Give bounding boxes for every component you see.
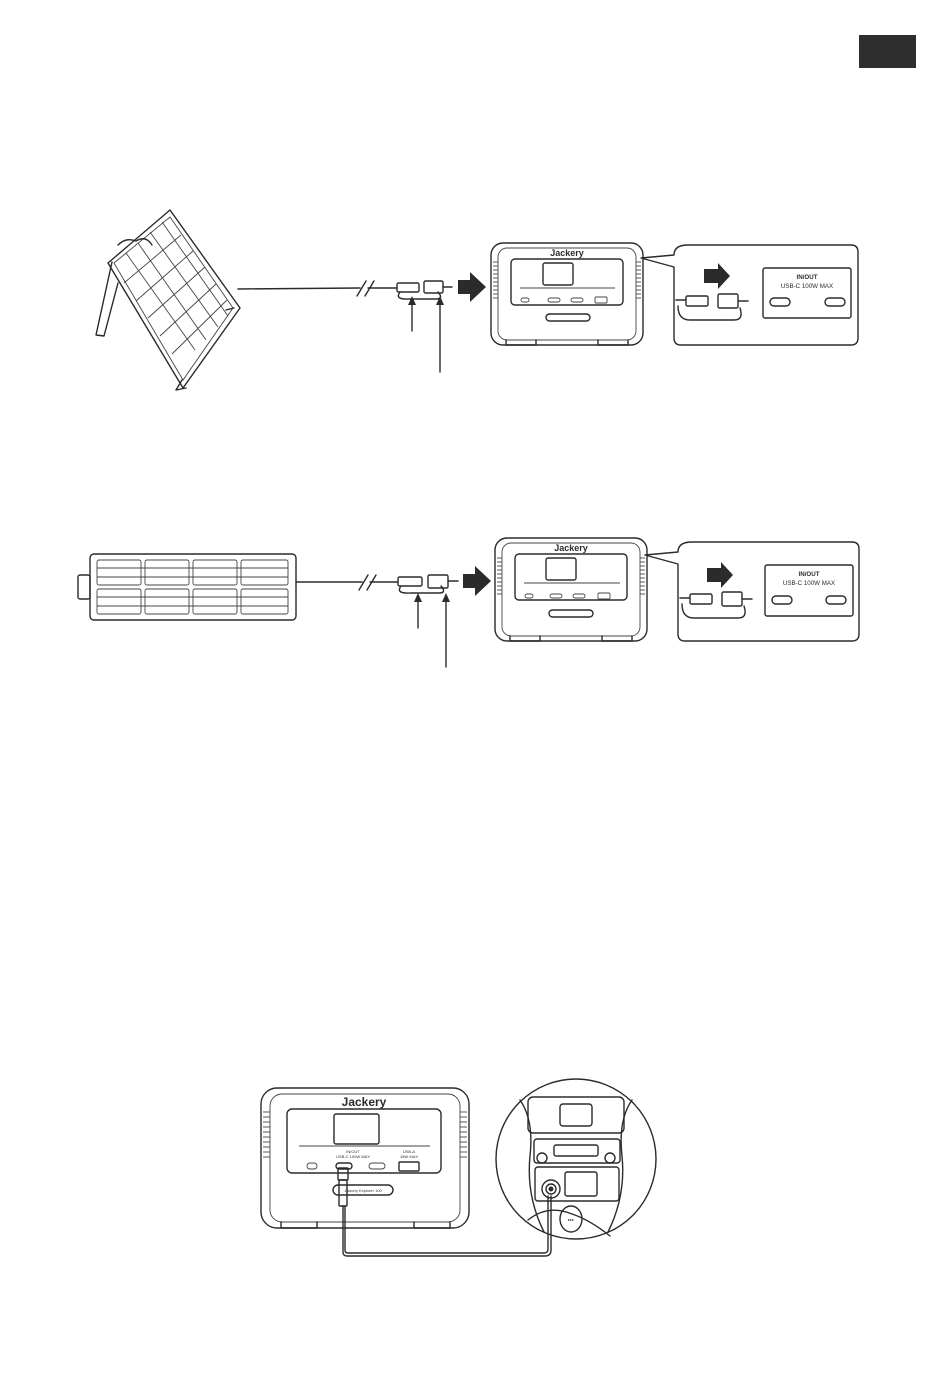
port-label-usbc: USB-C 100W MAX <box>336 1154 370 1159</box>
charging-cable <box>238 281 452 299</box>
port-callout: IN/OUT USB-C 100W MAX <box>641 245 858 345</box>
brand-logo: Jackery <box>550 248 584 258</box>
port-panel-title: IN/OUT <box>799 571 820 578</box>
model-label: Jackery Explorer 100 <box>344 1188 382 1193</box>
port-callout: IN/OUT USB-C 100W MAX <box>645 542 859 641</box>
page-tab <box>859 35 916 68</box>
car-socket-zoom: ▸▸▸ <box>496 1079 656 1239</box>
solar-panel-illustration <box>78 554 296 620</box>
brand-logo: Jackery <box>554 543 588 553</box>
up-arrow-icon <box>408 296 444 372</box>
port-panel-title: IN/OUT <box>797 274 818 281</box>
port-label-usba-watts: 18W MAX <box>400 1154 418 1159</box>
power-station-illustration: Jackery <box>495 538 647 641</box>
right-arrow-icon <box>704 263 730 289</box>
charging-cable <box>296 575 458 593</box>
right-arrow-icon <box>463 566 491 596</box>
figure-solar-panel-flat: Jackery IN/OUT USB-C <box>0 530 950 690</box>
right-arrow-icon <box>707 562 733 588</box>
right-arrow-icon <box>458 272 486 302</box>
power-station-illustration: Jackery IN/OUT USB-C 100W MAX USB-A 18W … <box>261 1088 469 1228</box>
power-station-illustration: Jackery <box>491 243 643 345</box>
car-charging-cable <box>338 1168 551 1256</box>
figure-car-charging: Jackery IN/OUT USB-C 100W MAX USB-A 18W … <box>0 1070 950 1290</box>
up-arrow-icon <box>414 593 450 667</box>
svg-text:▸▸▸: ▸▸▸ <box>568 1217 574 1222</box>
port-panel-subtitle: USB-C 100W MAX <box>781 283 833 290</box>
brand-logo: Jackery <box>342 1095 387 1109</box>
port-panel-subtitle: USB-C 100W MAX <box>783 580 835 587</box>
figure-solar-panel-kickstand: Jackery IN/OUT USB <box>0 190 950 390</box>
solar-panel-illustration <box>96 210 240 390</box>
